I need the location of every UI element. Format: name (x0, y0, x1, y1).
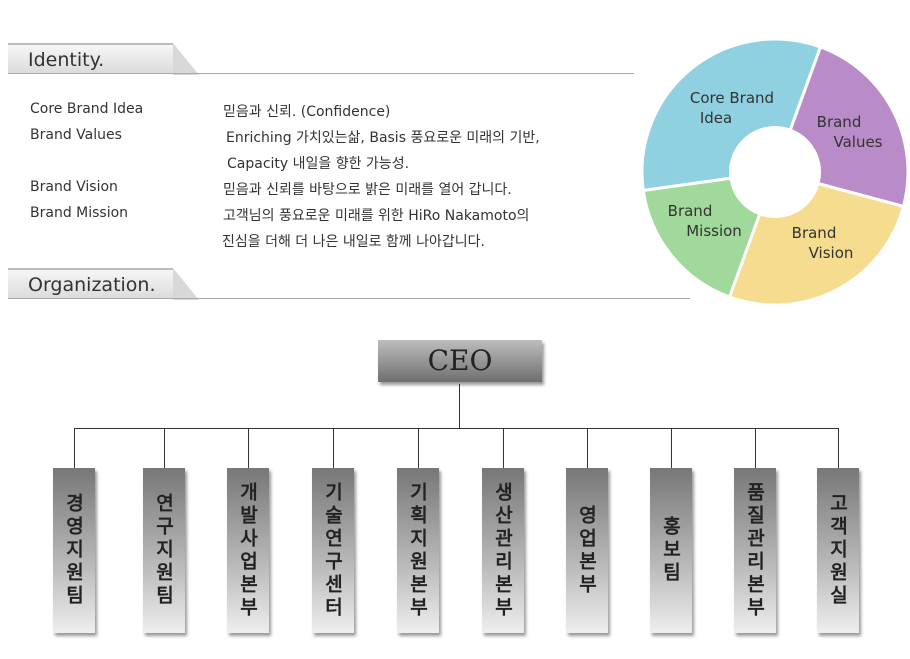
identity-rule (8, 73, 634, 74)
seg-label-vision-1: Brand (792, 224, 837, 242)
seg-label-core-2: Idea (700, 109, 732, 127)
label-brand-vision: Brand Vision (30, 179, 118, 195)
value-brand-mission-2: 진심을 더해 더 나은 내일로 함께 나아갑니다. (222, 234, 485, 250)
org-bus (74, 428, 839, 429)
seg-label-values-1: Brand (817, 113, 862, 131)
department-box: 기획지원본부 (397, 468, 439, 633)
department-label: 품질관리본부 (743, 481, 766, 620)
organization-rule (8, 298, 690, 299)
seg-label-mission-1: Brand (668, 202, 713, 220)
department-label: 영업본부 (575, 504, 598, 597)
value-brand-mission: 고객님의 풍요로운 미래를 위한 HiRo Nakamoto의 (223, 208, 530, 224)
department-label: 고객지원실 (826, 493, 849, 608)
seg-label-vision-2: Vision (809, 244, 854, 262)
department-label: 개발사업본부 (236, 481, 259, 620)
department-label: 기획지원본부 (406, 481, 429, 620)
value-core-brand-idea: 믿음과 신뢰. (Confidence) (223, 104, 391, 120)
department-label: 연구지원팀 (152, 493, 175, 608)
dept-connector (74, 428, 75, 468)
ceo-box: CEO (378, 340, 542, 382)
dept-connector (587, 428, 588, 468)
label-brand-mission: Brand Mission (30, 205, 129, 221)
value-brand-vision: 믿음과 신뢰를 바탕으로 밝은 미래를 열어 갑니다. (223, 182, 512, 198)
department-box: 연구지원팀 (143, 468, 185, 633)
department-box: 기술연구센터 (312, 468, 354, 633)
department-label: 생산관리본부 (491, 481, 514, 620)
dept-connector (418, 428, 419, 468)
department-label: 홍보팀 (659, 516, 682, 585)
label-brand-values: Brand Values (30, 127, 122, 143)
donut-segment (727, 170, 906, 307)
department-box: 품질관리본부 (734, 468, 776, 633)
dept-connector (503, 428, 504, 468)
identity-tab: Identity. (8, 43, 199, 75)
department-box: 생산관리본부 (482, 468, 524, 633)
department-box: 홍보팀 (650, 468, 692, 633)
dept-connector (164, 428, 165, 468)
department-label: 기술연구센터 (321, 481, 344, 620)
value-brand-values: Enriching 가치있는삶, Basis 풍요로운 미래의 기반, (226, 130, 540, 146)
seg-label-mission-2: Mission (686, 222, 742, 240)
dept-connector (755, 428, 756, 468)
seg-label-values-2: Values (833, 133, 882, 151)
dept-connector (333, 428, 334, 468)
dept-connector (248, 428, 249, 468)
department-label: 경영지원팀 (62, 493, 85, 608)
label-core-brand-idea: Core Brand Idea (30, 101, 144, 117)
department-box: 경영지원팀 (53, 468, 95, 633)
seg-label-core-1: Core Brand (690, 89, 774, 107)
dept-connector (671, 428, 672, 468)
donut-segment (773, 45, 910, 209)
dept-connector (838, 428, 839, 468)
ceo-connector (459, 384, 460, 428)
value-brand-values-2: Capacity 내일을 향한 가능성. (227, 156, 410, 172)
department-box: 개발사업본부 (227, 468, 269, 633)
organization-tab: Organization. (8, 268, 199, 300)
donut-segment (641, 170, 778, 299)
department-box: 영업본부 (566, 468, 608, 633)
donut-segment (640, 37, 823, 193)
department-box: 고객지원실 (817, 468, 859, 633)
